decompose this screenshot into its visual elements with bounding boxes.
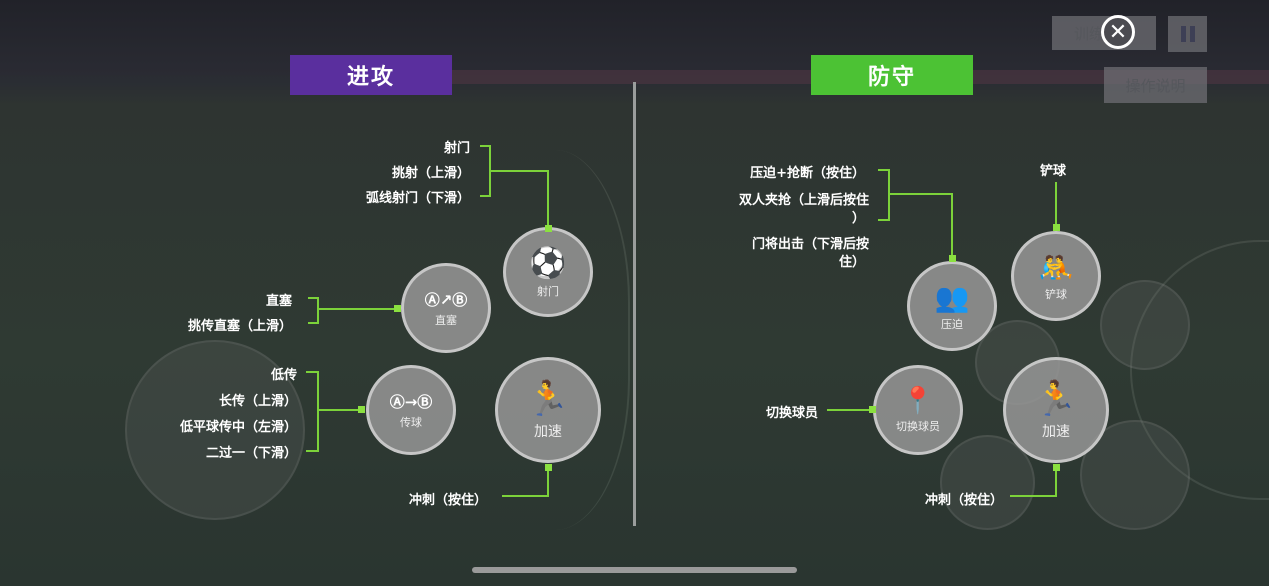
defense-sprint-button[interactable]: 🏃 加速	[1003, 357, 1109, 463]
bracket	[317, 371, 319, 452]
connector	[502, 495, 549, 497]
shoot-button-label: 射门	[537, 284, 559, 298]
low-pass-label: 低传	[270, 368, 297, 383]
ghost-button	[940, 435, 1035, 530]
close-icon[interactable]: ✕	[1101, 15, 1135, 49]
bracket	[480, 195, 490, 197]
attack-title: 进攻	[290, 55, 452, 95]
ad-banner	[290, 70, 1269, 84]
shoot-button[interactable]: ⚽ 射门	[503, 227, 593, 317]
connector	[1055, 182, 1057, 227]
connector	[317, 409, 361, 411]
through-button-label: 直塞	[435, 313, 457, 327]
pause-icon	[1180, 26, 1195, 42]
connector-dot	[949, 255, 956, 262]
press-icon: 👥	[934, 280, 970, 314]
curl-shot-label: 弧线射门（下滑）	[365, 191, 470, 206]
tackle-button[interactable]: 🤼 铲球	[1011, 231, 1101, 321]
switch-label: 切换球员	[765, 406, 818, 421]
switch-button-label: 切换球员	[896, 420, 940, 433]
home-indicator[interactable]	[472, 567, 797, 573]
connector	[888, 193, 953, 195]
connector	[1055, 466, 1057, 497]
tackle-button-label: 铲球	[1045, 287, 1067, 301]
defense-sprint-label: 冲刺（按住）	[924, 493, 1003, 508]
keeper-rush-label: 门将出击（下滑后按	[751, 237, 869, 252]
connector-dot	[545, 464, 552, 471]
location-pin-icon: 📍	[901, 386, 935, 416]
through-label: 直塞	[265, 294, 292, 309]
keeper-rush-label-cont: 住）	[838, 255, 865, 270]
connector	[1010, 495, 1057, 497]
tackle-label: 铲球	[1040, 164, 1067, 179]
connector	[489, 170, 549, 172]
pause-button[interactable]	[1168, 16, 1207, 52]
connector	[547, 170, 549, 228]
pitch-line	[480, 150, 630, 530]
connector	[951, 193, 953, 257]
sprint-button-label: 加速	[534, 424, 562, 440]
connector	[547, 466, 549, 497]
defense-sprint-button-label: 加速	[1042, 424, 1070, 440]
chip-shot-label: 挑射（上滑）	[391, 166, 470, 181]
running-icon: 🏃	[526, 379, 570, 419]
instructions-label: 操作说明	[1125, 76, 1186, 95]
bracket	[308, 297, 318, 299]
double-team-label: 双人夹抢（上滑后按住	[738, 193, 869, 208]
bracket	[306, 450, 318, 452]
tackle-icon: 🤼	[1038, 250, 1074, 284]
connector-dot	[394, 305, 401, 312]
press-button[interactable]: 👥 压迫	[907, 261, 997, 351]
kick-icon: ⚽	[529, 245, 567, 281]
pass-button-label: 传球	[400, 415, 422, 429]
one-two-label: 二过一（下滑）	[205, 446, 297, 461]
bracket	[878, 219, 889, 221]
bracket	[306, 371, 318, 373]
through-pass-icon: Ⓐ↗Ⓑ	[424, 290, 468, 309]
connector-dot	[358, 406, 365, 413]
bracket	[308, 322, 318, 324]
connector	[827, 409, 872, 411]
switch-player-button[interactable]: 📍 切换球员	[873, 365, 963, 455]
lob-through-label: 挑传直塞（上滑）	[187, 319, 292, 334]
long-pass-label: 长传（上滑）	[218, 394, 297, 409]
pass-icon: Ⓐ→Ⓑ	[389, 392, 433, 411]
bracket	[888, 169, 890, 221]
press-label: 压迫+抢断（按住）	[750, 166, 865, 181]
joystick	[125, 340, 305, 520]
connector-dot	[869, 406, 876, 413]
instructions-button[interactable]: 操作说明	[1104, 67, 1207, 103]
running-icon: 🏃	[1034, 379, 1078, 419]
connector	[317, 308, 397, 310]
connector-dot	[1053, 464, 1060, 471]
ghost-button	[1100, 280, 1190, 370]
bracket	[480, 145, 490, 147]
bracket	[878, 169, 889, 171]
divider	[633, 82, 636, 526]
connector-dot	[1053, 224, 1060, 231]
defense-title: 防守	[811, 55, 973, 95]
sprint-label: 冲刺（按住）	[408, 493, 487, 508]
shoot-label: 射门	[443, 141, 470, 156]
through-ball-button[interactable]: Ⓐ↗Ⓑ 直塞	[401, 263, 491, 353]
double-team-label-cont: ）	[851, 211, 865, 226]
press-button-label: 压迫	[941, 317, 963, 331]
pass-button[interactable]: Ⓐ→Ⓑ 传球	[366, 365, 456, 455]
cross-label: 低平球传中（左滑）	[179, 420, 297, 435]
bracket	[317, 297, 319, 324]
training-label: 训练	[1074, 24, 1105, 43]
sprint-button[interactable]: 🏃 加速	[495, 357, 601, 463]
connector-dot	[545, 225, 552, 232]
